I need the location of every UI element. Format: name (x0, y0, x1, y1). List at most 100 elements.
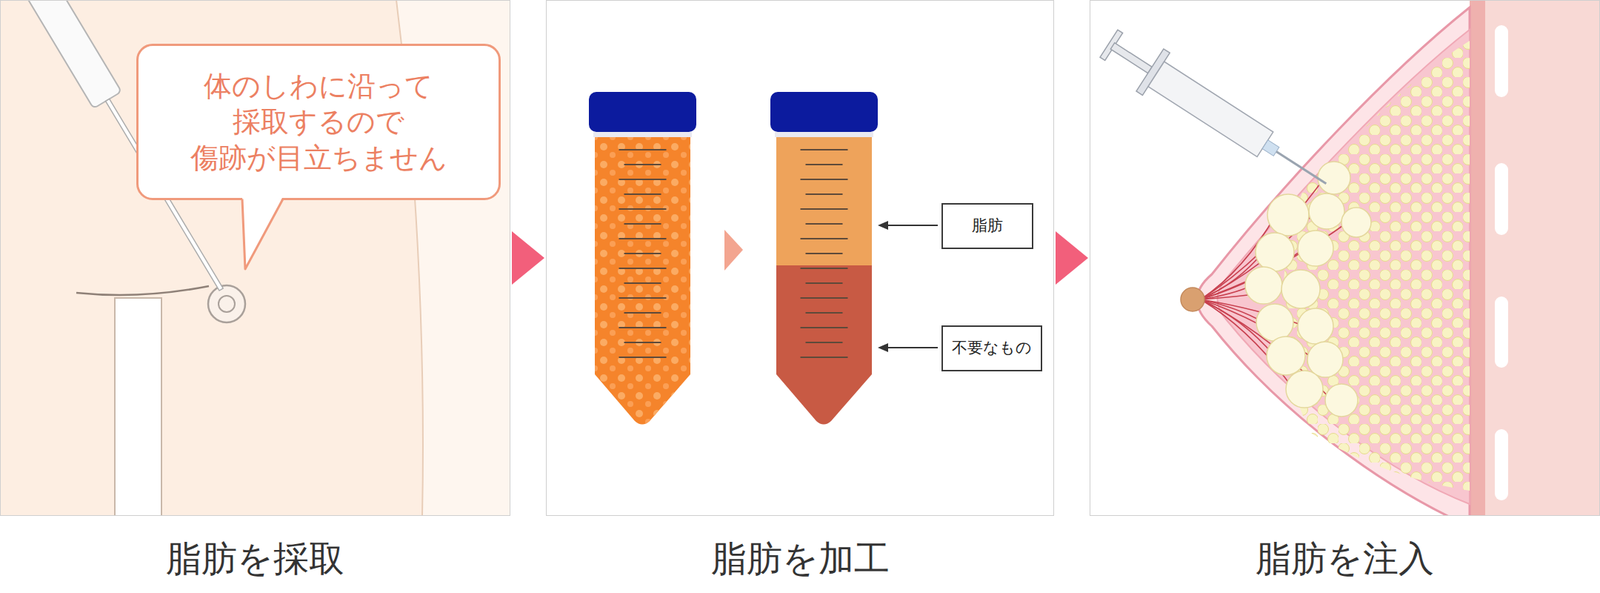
graduation-mark (805, 341, 843, 343)
step-panel: 脂肪を注入 (1089, 0, 1600, 516)
graduation-mark (805, 282, 843, 284)
graduation-mark (624, 282, 662, 284)
fat-lobule (1267, 194, 1309, 236)
graduation-mark (805, 163, 843, 166)
syringe (1095, 22, 1340, 205)
fat-layer (1282, 40, 1470, 491)
tube-mixed-fat (594, 137, 691, 425)
leader-line (885, 224, 938, 226)
fat-lobules (1245, 161, 1372, 417)
cannula-handle (26, 0, 122, 109)
processing-illustration (588, 91, 938, 425)
fat-lobule (1308, 193, 1345, 229)
graduation-mark (805, 222, 843, 225)
fat-lobule (1266, 336, 1306, 375)
bubble-tail-fill (242, 196, 283, 269)
leader-head (877, 220, 889, 230)
fat-lobule (1341, 207, 1372, 238)
label-text: 脂肪 (971, 216, 1003, 235)
label-text: 不要なもの (951, 338, 1032, 358)
plunger-thumb (1100, 29, 1123, 60)
graduation-mark (624, 222, 662, 225)
graduation-mark (624, 193, 662, 195)
graduation-mark (800, 178, 849, 180)
chest-wall (1469, 0, 1486, 516)
tube-waste-layer (776, 265, 872, 425)
fat-lobule (1297, 308, 1334, 344)
plunger-rod (1110, 42, 1152, 74)
fat-lobule (1285, 370, 1323, 408)
label-box: 脂肪 (941, 202, 1034, 249)
graduation-mark (800, 356, 849, 358)
fat-lobule (1317, 161, 1351, 195)
flow-arrow (511, 231, 545, 285)
graduation-mark (619, 208, 667, 210)
tube-cap (770, 91, 878, 132)
fat-lobule (1307, 341, 1343, 378)
graduation-mark (800, 326, 849, 329)
step-panel: 脂肪を加工脂肪不要なもの (545, 0, 1055, 516)
bubble-tail-outline (242, 199, 283, 270)
graduation-mark (805, 193, 843, 195)
fat-lobule (1325, 383, 1358, 417)
graduation-mark (800, 208, 849, 210)
injection-illustration (1095, 0, 1600, 526)
incision-point (218, 295, 235, 312)
underwear-strip (114, 297, 162, 516)
milk-ducts (1200, 177, 1348, 400)
graduation-mark (619, 178, 667, 180)
bubble-text: 体のしわに沿って 採取するので 傷跡が目立ちません (156, 68, 481, 177)
tube-cap (588, 91, 697, 132)
label-box: 不要なもの (941, 325, 1043, 372)
tube-rim (774, 131, 874, 138)
waist-line (76, 285, 209, 295)
flow-arrow (1055, 231, 1089, 285)
graduation-mark (800, 267, 849, 269)
rib (1494, 296, 1509, 368)
flow-arrow-head (1055, 231, 1089, 285)
syringe-hub (1262, 140, 1280, 157)
graduation-mark (624, 163, 662, 166)
graduation-mark (619, 148, 667, 151)
step-panel: 脂肪を採取体のしわに沿って 採取するので 傷跡が目立ちません (0, 0, 511, 516)
speech-bubble: 体のしわに沿って 採取するので 傷跡が目立ちません (136, 43, 501, 200)
graduation-mark (800, 148, 849, 151)
rib (1494, 25, 1509, 98)
graduation-mark (800, 237, 849, 240)
step-caption: 脂肪を採取 (0, 535, 510, 580)
flow-arrow-head (511, 231, 545, 285)
rib (1494, 162, 1509, 235)
syringe-barrel (1148, 61, 1274, 157)
rib (1494, 428, 1509, 500)
harvest-illustration (0, 0, 511, 520)
fat-lobule (1245, 266, 1283, 304)
nipple (1180, 287, 1205, 312)
graduation-mark (619, 326, 667, 329)
tube-rim (593, 131, 692, 138)
syringe-needle (1275, 150, 1327, 185)
fat-lobule (1255, 232, 1295, 272)
fat-lobule (1281, 269, 1320, 309)
graduation-mark (619, 297, 667, 299)
graduation-marks (619, 149, 849, 358)
leader-line (885, 346, 938, 349)
step-caption: 脂肪を加工 (546, 535, 1054, 580)
graduation-mark (805, 311, 843, 314)
step-chevron (724, 229, 743, 271)
graduation-mark (624, 311, 662, 314)
graduation-mark (619, 356, 667, 358)
graduation-mark (619, 267, 667, 269)
fat-lobule (1297, 230, 1334, 266)
graduation-mark (800, 297, 849, 299)
step-caption: 脂肪を注入 (1090, 535, 1600, 580)
graduation-mark (624, 341, 662, 343)
graduation-mark (624, 252, 662, 255)
chest-muscle (1485, 0, 1600, 516)
fat-lobule (1256, 303, 1294, 341)
breast-skin (1197, 7, 1470, 516)
graduation-mark (619, 237, 667, 240)
tube-fat-layer (776, 137, 872, 266)
incision-ring (208, 285, 246, 323)
bubble-tail (138, 45, 140, 47)
